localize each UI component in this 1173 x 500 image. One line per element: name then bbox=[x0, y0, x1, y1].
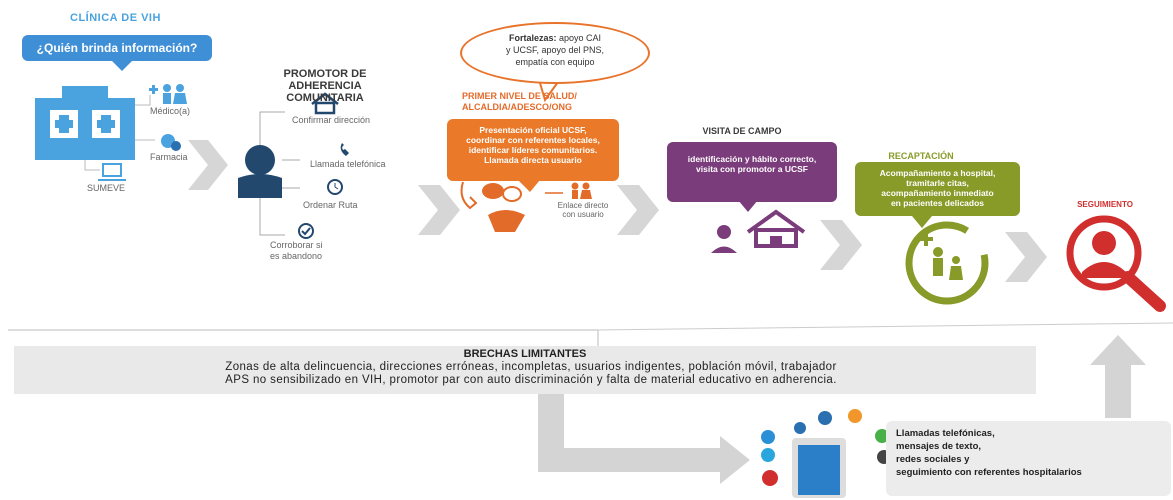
field-visit-card-line: visita con promotor a UCSF bbox=[696, 164, 808, 174]
gaps-text-line2: APS no sensibilizado en VIH, promotor pa… bbox=[225, 374, 837, 386]
source-sumeve-label: SUMEVE bbox=[87, 183, 126, 193]
contact-line: redes sociales y bbox=[896, 454, 970, 465]
contact-line: Llamadas telefónicas, bbox=[896, 428, 995, 439]
clock-icon bbox=[327, 179, 343, 195]
promoter-title-line2: ADHERENCIA COMUNITARIA bbox=[286, 80, 364, 104]
promoter-title: PROMOTOR DE ADHERENCIA COMUNITARIA bbox=[255, 68, 395, 104]
clinic-title: CLÍNICA DE VIH bbox=[70, 12, 161, 24]
phone-call-icon bbox=[460, 181, 478, 210]
strengths-line3: empatía con equipo bbox=[515, 57, 595, 67]
first-level-card-line: Llamada directa usuario bbox=[484, 155, 582, 165]
gaps-box bbox=[14, 346, 1036, 394]
visitor-person-icon bbox=[711, 225, 737, 253]
recapture-cycle-icon bbox=[905, 221, 989, 305]
field-visit-card: identificación y hábito correcto, visita… bbox=[667, 142, 837, 202]
strengths-bubble: Fortalezas: apoyo CAI y UCSF, apoyo del … bbox=[460, 22, 650, 84]
recapture-card-line: en pacientes delicados bbox=[890, 198, 985, 208]
recapture-card-line: acompañamiento inmediato bbox=[881, 188, 994, 198]
strengths-line1: apoyo CAI bbox=[556, 33, 602, 43]
recapture-title: RECAPTACIÓN bbox=[888, 151, 954, 161]
doctor-icon bbox=[149, 84, 187, 104]
flow-arrow-up bbox=[1090, 335, 1146, 418]
strengths-line2: y UCSF, apoyo del PNS, bbox=[505, 45, 605, 55]
action-order-route: Ordenar Ruta bbox=[303, 200, 358, 210]
field-visit-title: VISITA DE CAMPO bbox=[702, 126, 782, 136]
first-level-card-line: Presentación oficial UCSF, bbox=[479, 125, 587, 135]
direct-link-line2: con usuario bbox=[562, 210, 604, 219]
first-level-card: Presentación oficial UCSF, coordinar con… bbox=[447, 119, 619, 181]
chevron-arrows bbox=[188, 140, 1047, 282]
recapture-card-line: tramitarle citas, bbox=[906, 178, 969, 188]
recapture-card: Acompañamiento a hospital, tramitarle ci… bbox=[855, 162, 1020, 216]
action-phone-call: Llamada telefónica bbox=[310, 159, 386, 169]
gaps-title: BRECHAS LIMITANTES bbox=[463, 348, 587, 360]
pharmacy-icon bbox=[161, 134, 181, 151]
first-level-title: PRIMER NIVEL DE SALUD/ ALCALDIA/ADESCO/O… bbox=[462, 91, 622, 113]
smartphone-icon bbox=[792, 438, 846, 498]
users-icon bbox=[571, 182, 592, 199]
followup-title: SEGUIMIENTO bbox=[1077, 200, 1133, 209]
first-level-card-line: coordinar con referentes locales, bbox=[466, 135, 600, 145]
flow-arrow-down bbox=[538, 394, 750, 484]
field-visit-card-line: identificación y hábito correcto, bbox=[687, 154, 817, 164]
phone-icon bbox=[340, 143, 349, 156]
first-level-title-line2: ALCALDIA/ADESCO/ONG bbox=[462, 102, 572, 112]
contact-line: seguimiento con referentes hospitalarios bbox=[896, 467, 1082, 478]
chat-bubbles-icon bbox=[482, 183, 522, 202]
magnifier-icon bbox=[1066, 215, 1166, 312]
first-level-title-line1: PRIMER NIVEL DE SALUD/ bbox=[462, 91, 577, 101]
social-network-icons bbox=[761, 409, 891, 486]
home-icon bbox=[311, 92, 339, 115]
action-verify-line2: es abandono bbox=[270, 251, 323, 261]
question-bubble: ¿Quién brinda información? bbox=[22, 35, 212, 71]
direct-link-line1: Enlace directo bbox=[557, 201, 609, 210]
recapture-card-line: Acompañamiento a hospital, bbox=[879, 168, 996, 178]
contact-line: mensajes de texto, bbox=[896, 441, 982, 452]
action-confirm-address: Confirmar dirección bbox=[292, 115, 371, 125]
handshake-icon bbox=[488, 210, 525, 232]
direct-link-label: Enlace directo con usuario bbox=[548, 201, 618, 219]
first-level-card-line: identificar líderes comunitarios. bbox=[468, 145, 598, 155]
action-verify-line1: Corroborar si bbox=[270, 240, 323, 250]
gaps-text: Zonas de alta delincuencia, direcciones … bbox=[16, 361, 1046, 387]
laptop-icon bbox=[98, 163, 126, 181]
promoter-title-line1: PROMOTOR DE bbox=[283, 68, 367, 80]
hospital-icon bbox=[35, 86, 135, 160]
promoter-person-icon bbox=[238, 145, 282, 198]
gaps-text-line1: Zonas de alta delincuencia, direcciones … bbox=[225, 361, 837, 373]
source-pharmacy-label: Farmacia bbox=[150, 152, 188, 162]
source-doctor-label: Médico(a) bbox=[150, 106, 191, 116]
contact-methods-box: Llamadas telefónicas, mensajes de texto,… bbox=[886, 421, 1171, 496]
check-circle-icon bbox=[298, 223, 314, 239]
strengths-label: Fortalezas: bbox=[508, 33, 557, 43]
